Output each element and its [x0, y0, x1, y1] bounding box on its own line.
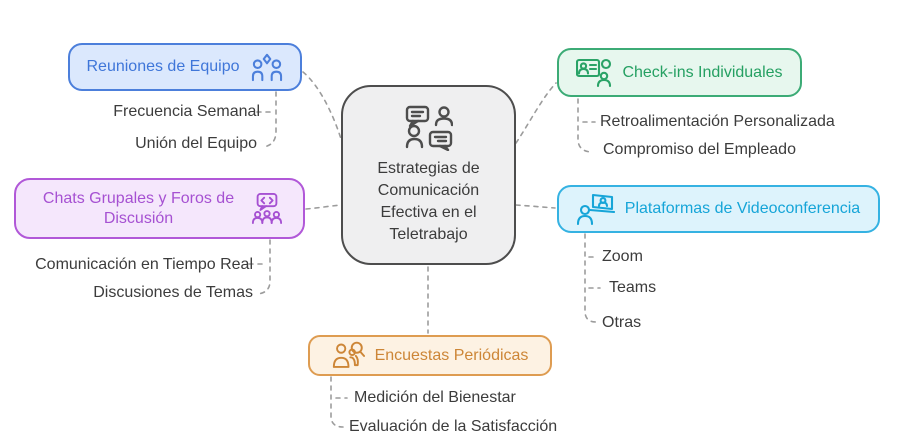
branch-chats-grupales[interactable]: Chats Grupales y Foros de Discusión — [14, 178, 305, 239]
branch-label: Plataformas de Videoconferencia — [624, 200, 861, 217]
branch-label: Reuniones de Equipo — [86, 58, 240, 75]
sub-item-union-del-equipo[interactable]: Unión del Equipo — [135, 135, 257, 152]
sub-item-discusiones-de-temas[interactable]: Discusiones de Temas — [93, 284, 253, 301]
sub-item-zoom[interactable]: Zoom — [602, 248, 643, 265]
branch-check-ins-individuales[interactable]: Check-ins Individuales — [557, 48, 802, 97]
sub-item-teams[interactable]: Teams — [609, 279, 657, 296]
branch-label: Chats Grupales y Foros de Discusión — [42, 189, 235, 227]
video-checkin-icon — [576, 58, 612, 87]
sub-item-comunicacion-tiempo-real[interactable]: Comunicación en Tiempo Real — [35, 256, 253, 273]
survey-people-icon — [332, 341, 365, 368]
branch-label: Check-ins Individuales — [622, 63, 783, 81]
branch-reuniones-de-equipo[interactable]: Reuniones de Equipo — [68, 43, 302, 91]
sub-item-evaluacion-satisfaccion[interactable]: Evaluación de la Satisfacción — [349, 418, 558, 435]
branch-plataformas-videoconferencia[interactable]: Plataformas de Videoconferencia — [557, 185, 880, 233]
team-spark-icon — [251, 53, 282, 82]
videoconference-icon — [576, 193, 615, 225]
branch-label: Encuestas Periódicas — [374, 346, 529, 364]
central-node[interactable]: Estrategias de Comunicación Efectiva en … — [341, 85, 516, 265]
group-chat-forum-icon — [251, 193, 282, 224]
sub-item-retroalimentacion-personalizada[interactable]: Retroalimentación Personalizada — [600, 113, 835, 130]
sub-item-compromiso-del-empleado[interactable]: Compromiso del Empleado — [603, 141, 796, 158]
conversation-icon — [405, 105, 453, 151]
sub-item-otras[interactable]: Otras — [602, 314, 642, 331]
branch-encuestas-periodicas[interactable]: Encuestas Periódicas — [308, 335, 552, 376]
sub-item-frecuencia-semanal[interactable]: Frecuencia Semanal — [113, 103, 260, 120]
central-title: Estrategias de Comunicación Efectiva en … — [377, 159, 480, 243]
sub-item-medicion-del-bienestar[interactable]: Medición del Bienestar — [354, 389, 516, 406]
